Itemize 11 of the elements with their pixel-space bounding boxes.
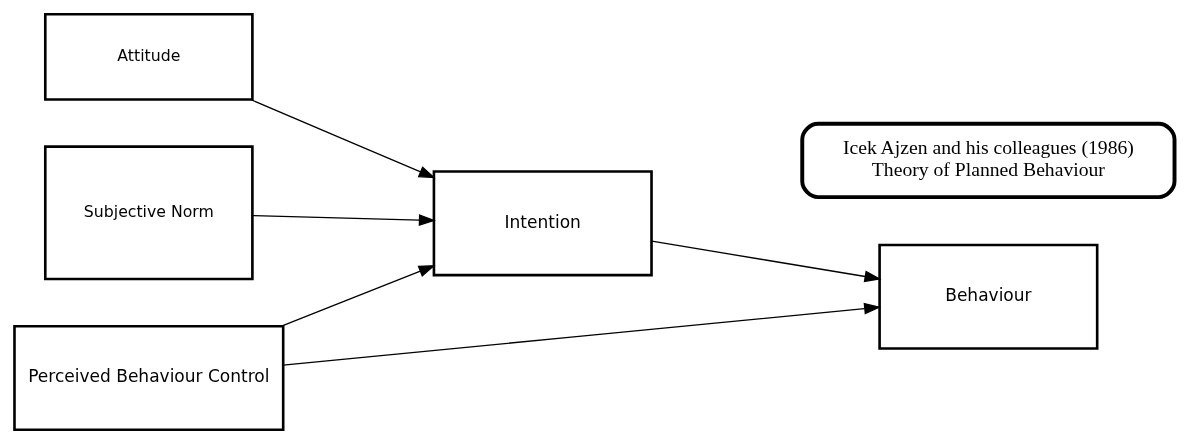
- arrow: [251, 213, 436, 226]
- arrow: [651, 240, 882, 282]
- node-box: Intention: [432, 169, 653, 276]
- node-box: Subjective Norm: [44, 144, 254, 280]
- node-box: Behaviour: [878, 243, 1099, 350]
- arrow: [280, 264, 436, 327]
- node-box: Perceived Behaviour Control: [13, 324, 285, 431]
- arrow: [282, 302, 882, 366]
- node-box: Icek Ajzen and his colleagues (1986) Theory of Planned Behaviour: [800, 121, 1177, 199]
- arrow: [249, 98, 436, 178]
- node-box: Attitude: [44, 12, 254, 101]
